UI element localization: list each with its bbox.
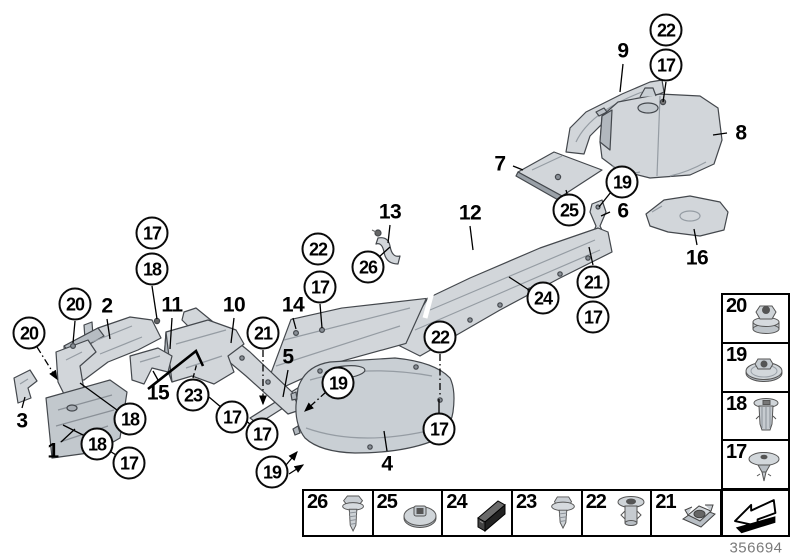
clip-rivet-icon [748, 451, 780, 481]
expansion-rivet-icon [753, 397, 779, 431]
callout-21[interactable]: 21 [576, 265, 610, 299]
fastener-legend-bottom: 26 25 24 [302, 489, 722, 537]
part-label-3[interactable]: 3 [16, 409, 28, 433]
legend-item-23[interactable]: 23 [511, 491, 581, 535]
legend-number: 26 [307, 491, 328, 513]
legend-number: 18 [726, 392, 747, 415]
callout-22[interactable]: 22 [649, 13, 683, 47]
part-14-shape [264, 297, 427, 389]
legend-item-24[interactable]: 24 [441, 491, 511, 535]
part-label-1[interactable]: 1 [47, 439, 59, 463]
callout-17[interactable]: 17 [576, 300, 610, 334]
callout-24[interactable]: 24 [526, 281, 560, 315]
callout-17[interactable]: 17 [649, 48, 683, 82]
legend-number: 20 [726, 295, 747, 317]
callout-17[interactable]: 17 [422, 412, 456, 446]
callout-20[interactable]: 20 [58, 287, 92, 321]
callout-19[interactable]: 19 [321, 366, 355, 400]
callout-17[interactable]: 17 [303, 270, 337, 304]
legend-number: 17 [726, 441, 747, 464]
legend-item-20[interactable]: 20 [723, 295, 788, 342]
callout-22[interactable]: 22 [301, 232, 335, 266]
part-2-side-bracket-shape [55, 339, 97, 399]
cage-nut-icon [682, 504, 716, 528]
direction-arrow-icon [733, 499, 776, 534]
legend-item-26[interactable]: 26 [304, 491, 372, 535]
legend-number: 24 [446, 491, 467, 513]
legend-number: 21 [655, 491, 676, 513]
legend-number: 23 [516, 491, 537, 513]
callout-17[interactable]: 17 [215, 400, 249, 434]
part-label-4[interactable]: 4 [381, 452, 393, 476]
part-8-shape [599, 87, 723, 179]
rubber-strip-icon [477, 500, 506, 533]
legend-number: 19 [726, 343, 747, 366]
callout-19[interactable]: 19 [605, 165, 639, 199]
expanding-grommet-icon [617, 496, 645, 526]
part-label-13[interactable]: 13 [378, 200, 402, 224]
tapping-screw-icon [341, 495, 364, 533]
fastener-legend-right: 20 19 [721, 293, 790, 490]
callout-17[interactable]: 17 [112, 446, 146, 480]
callout-18[interactable]: 18 [80, 427, 114, 461]
callout-17[interactable]: 17 [245, 417, 279, 451]
legend-number: 22 [585, 491, 607, 513]
washer-screw-icon [550, 496, 575, 530]
part-label-6[interactable]: 6 [617, 199, 629, 223]
legend-item-18[interactable]: 18 [723, 390, 788, 440]
callout-20[interactable]: 20 [12, 316, 46, 350]
drawing-number: 356694 [729, 539, 783, 557]
part-7-shape [515, 151, 603, 202]
leader-lines [21, 63, 728, 475]
part-label-15[interactable]: 15 [146, 381, 170, 405]
plastic-nut-washer-icon [403, 505, 437, 528]
legend-item-19[interactable]: 19 [723, 341, 788, 391]
part-label-14[interactable]: 14 [281, 293, 305, 317]
callout-26[interactable]: 26 [351, 250, 385, 284]
callout-18[interactable]: 18 [135, 252, 169, 286]
callout-25[interactable]: 25 [552, 193, 586, 227]
part-label-5[interactable]: 5 [282, 345, 294, 369]
legend-item-22[interactable]: 22 [580, 491, 651, 535]
part-label-7[interactable]: 7 [494, 152, 506, 176]
washer-nut-icon [745, 358, 783, 383]
flange-nut-icon [752, 305, 780, 335]
part-3-shape [13, 369, 38, 404]
part-label-16[interactable]: 16 [685, 246, 709, 270]
part-label-10[interactable]: 10 [222, 293, 246, 317]
callout-21[interactable]: 21 [246, 316, 280, 350]
direction-arrow-box [721, 489, 790, 537]
callout-17[interactable]: 17 [135, 216, 169, 250]
part-label-9[interactable]: 9 [617, 39, 629, 63]
part-15-shape [129, 347, 173, 385]
part-label-2[interactable]: 2 [101, 294, 113, 318]
legend-number: 25 [376, 491, 398, 513]
callout-18[interactable]: 18 [113, 402, 147, 436]
part-label-11[interactable]: 11 [161, 293, 183, 317]
legend-item-21[interactable]: 21 [650, 491, 720, 535]
part-16-shape [645, 195, 729, 237]
callout-19[interactable]: 19 [255, 455, 289, 489]
legend-item-25[interactable]: 25 [371, 491, 442, 535]
part-label-8[interactable]: 8 [735, 121, 747, 145]
callout-22[interactable]: 22 [423, 320, 457, 354]
callout-23[interactable]: 23 [176, 378, 210, 412]
part-label-12[interactable]: 12 [458, 201, 482, 225]
legend-item-17[interactable]: 17 [723, 439, 788, 488]
